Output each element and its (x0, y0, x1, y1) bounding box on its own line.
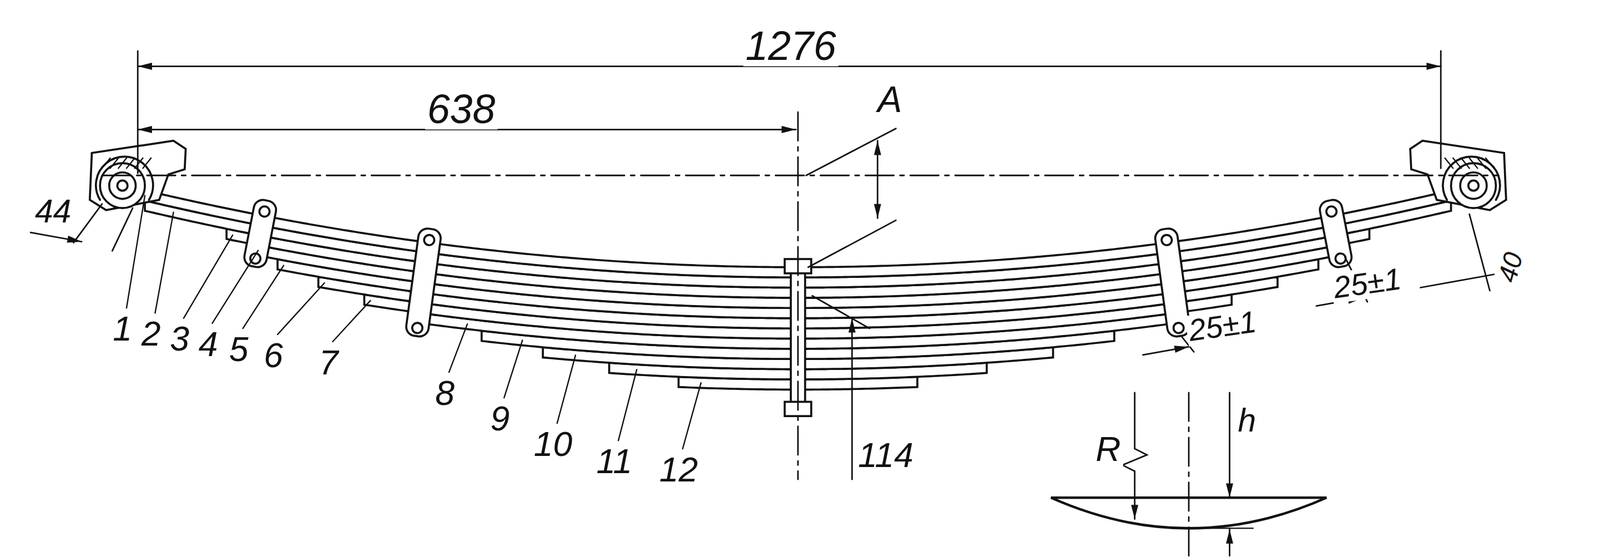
extension-line (137, 51, 139, 174)
leader-line (183, 235, 233, 319)
hatch-line (1485, 158, 1494, 169)
dimension-line (1228, 392, 1231, 498)
extension-line (1469, 214, 1491, 291)
dimension-label: h (1235, 404, 1259, 437)
hatch-line (110, 158, 119, 169)
extension-line (112, 208, 133, 251)
hatch-line (134, 158, 144, 169)
leader-line (682, 382, 701, 449)
extension-line (808, 220, 896, 268)
callout-number: 10 (531, 426, 575, 462)
hatch-line (142, 158, 151, 169)
clamp-rivet (1172, 322, 1185, 335)
callout-number: 1 (110, 311, 135, 347)
hatch-line (102, 158, 111, 169)
clamp-body (242, 198, 278, 270)
leader-line (332, 300, 371, 342)
callout-number: 12 (657, 452, 700, 488)
leader-line (243, 265, 285, 329)
dimension-label: 25±1 (1184, 306, 1261, 347)
extension-line (1188, 527, 1254, 529)
drawing (30, 51, 1507, 557)
extension-line (812, 295, 870, 329)
hatch-line (126, 158, 135, 169)
dimension-label: 114 (855, 437, 916, 473)
dimension-line (1142, 346, 1189, 356)
dimension-line (851, 318, 854, 481)
leader-line (557, 355, 576, 424)
dimension-line (876, 140, 879, 219)
clamp-hole (258, 205, 271, 219)
callout-number: 5 (226, 331, 251, 367)
eye-wrap (1442, 156, 1501, 200)
callout-number: 6 (261, 337, 286, 373)
callout-number: 2 (139, 316, 163, 352)
dimension-label: 638 (425, 88, 498, 130)
leader-line (277, 283, 325, 335)
eye-inner (109, 172, 136, 200)
dimension-label: 40 (1492, 247, 1528, 287)
hatch-line (1477, 158, 1486, 169)
clamp-body (405, 227, 442, 338)
clamp-rivet (1334, 252, 1347, 265)
clamp-rivet (411, 322, 424, 335)
extension-line (806, 128, 897, 176)
extension-line (1440, 51, 1442, 169)
leader-line (448, 324, 468, 373)
dimension-line (1228, 529, 1231, 557)
chord-line (102, 174, 1498, 177)
extension-line (73, 204, 102, 244)
callout-number: 7 (316, 344, 341, 380)
callout-number: 8 (433, 375, 457, 411)
dimension-label: 1276 (743, 25, 839, 67)
hatch-line (1452, 158, 1462, 169)
leader-line (503, 340, 523, 398)
radius-line (1122, 392, 1148, 520)
eye-inner (1460, 172, 1487, 200)
dimension-label: 25±1 (1329, 263, 1406, 305)
callout-number: 4 (196, 326, 220, 362)
eye-wrap (96, 156, 154, 200)
eye-pin (117, 180, 128, 191)
hatch-line (1445, 158, 1454, 169)
center-line (1188, 392, 1190, 557)
hatch-line (1461, 158, 1470, 169)
leader-line (126, 195, 145, 309)
leaf-clamp (405, 227, 442, 338)
leader-line (212, 250, 259, 323)
callout-number: 9 (488, 401, 512, 437)
clamp-body (1318, 198, 1354, 270)
dimension-label: 44 (32, 194, 74, 228)
eye-pin (1468, 180, 1479, 191)
leader-line (154, 212, 174, 314)
callout-number: 11 (594, 443, 635, 479)
clamp-hole (1161, 234, 1173, 246)
leaf-clamp (242, 198, 278, 270)
dimension-label: R (1093, 431, 1124, 467)
hatch-line (1469, 158, 1478, 169)
clamp-hole (423, 234, 436, 246)
center-line (796, 112, 799, 480)
hatch-line (118, 158, 127, 169)
dimension-line (30, 232, 82, 242)
dimension-label: A (875, 81, 905, 119)
leader-line (618, 369, 637, 441)
clamp-hole (1325, 205, 1338, 219)
leaf-clamp (1318, 198, 1354, 270)
callout-number: 3 (168, 321, 192, 357)
eye-outer (1451, 163, 1497, 209)
